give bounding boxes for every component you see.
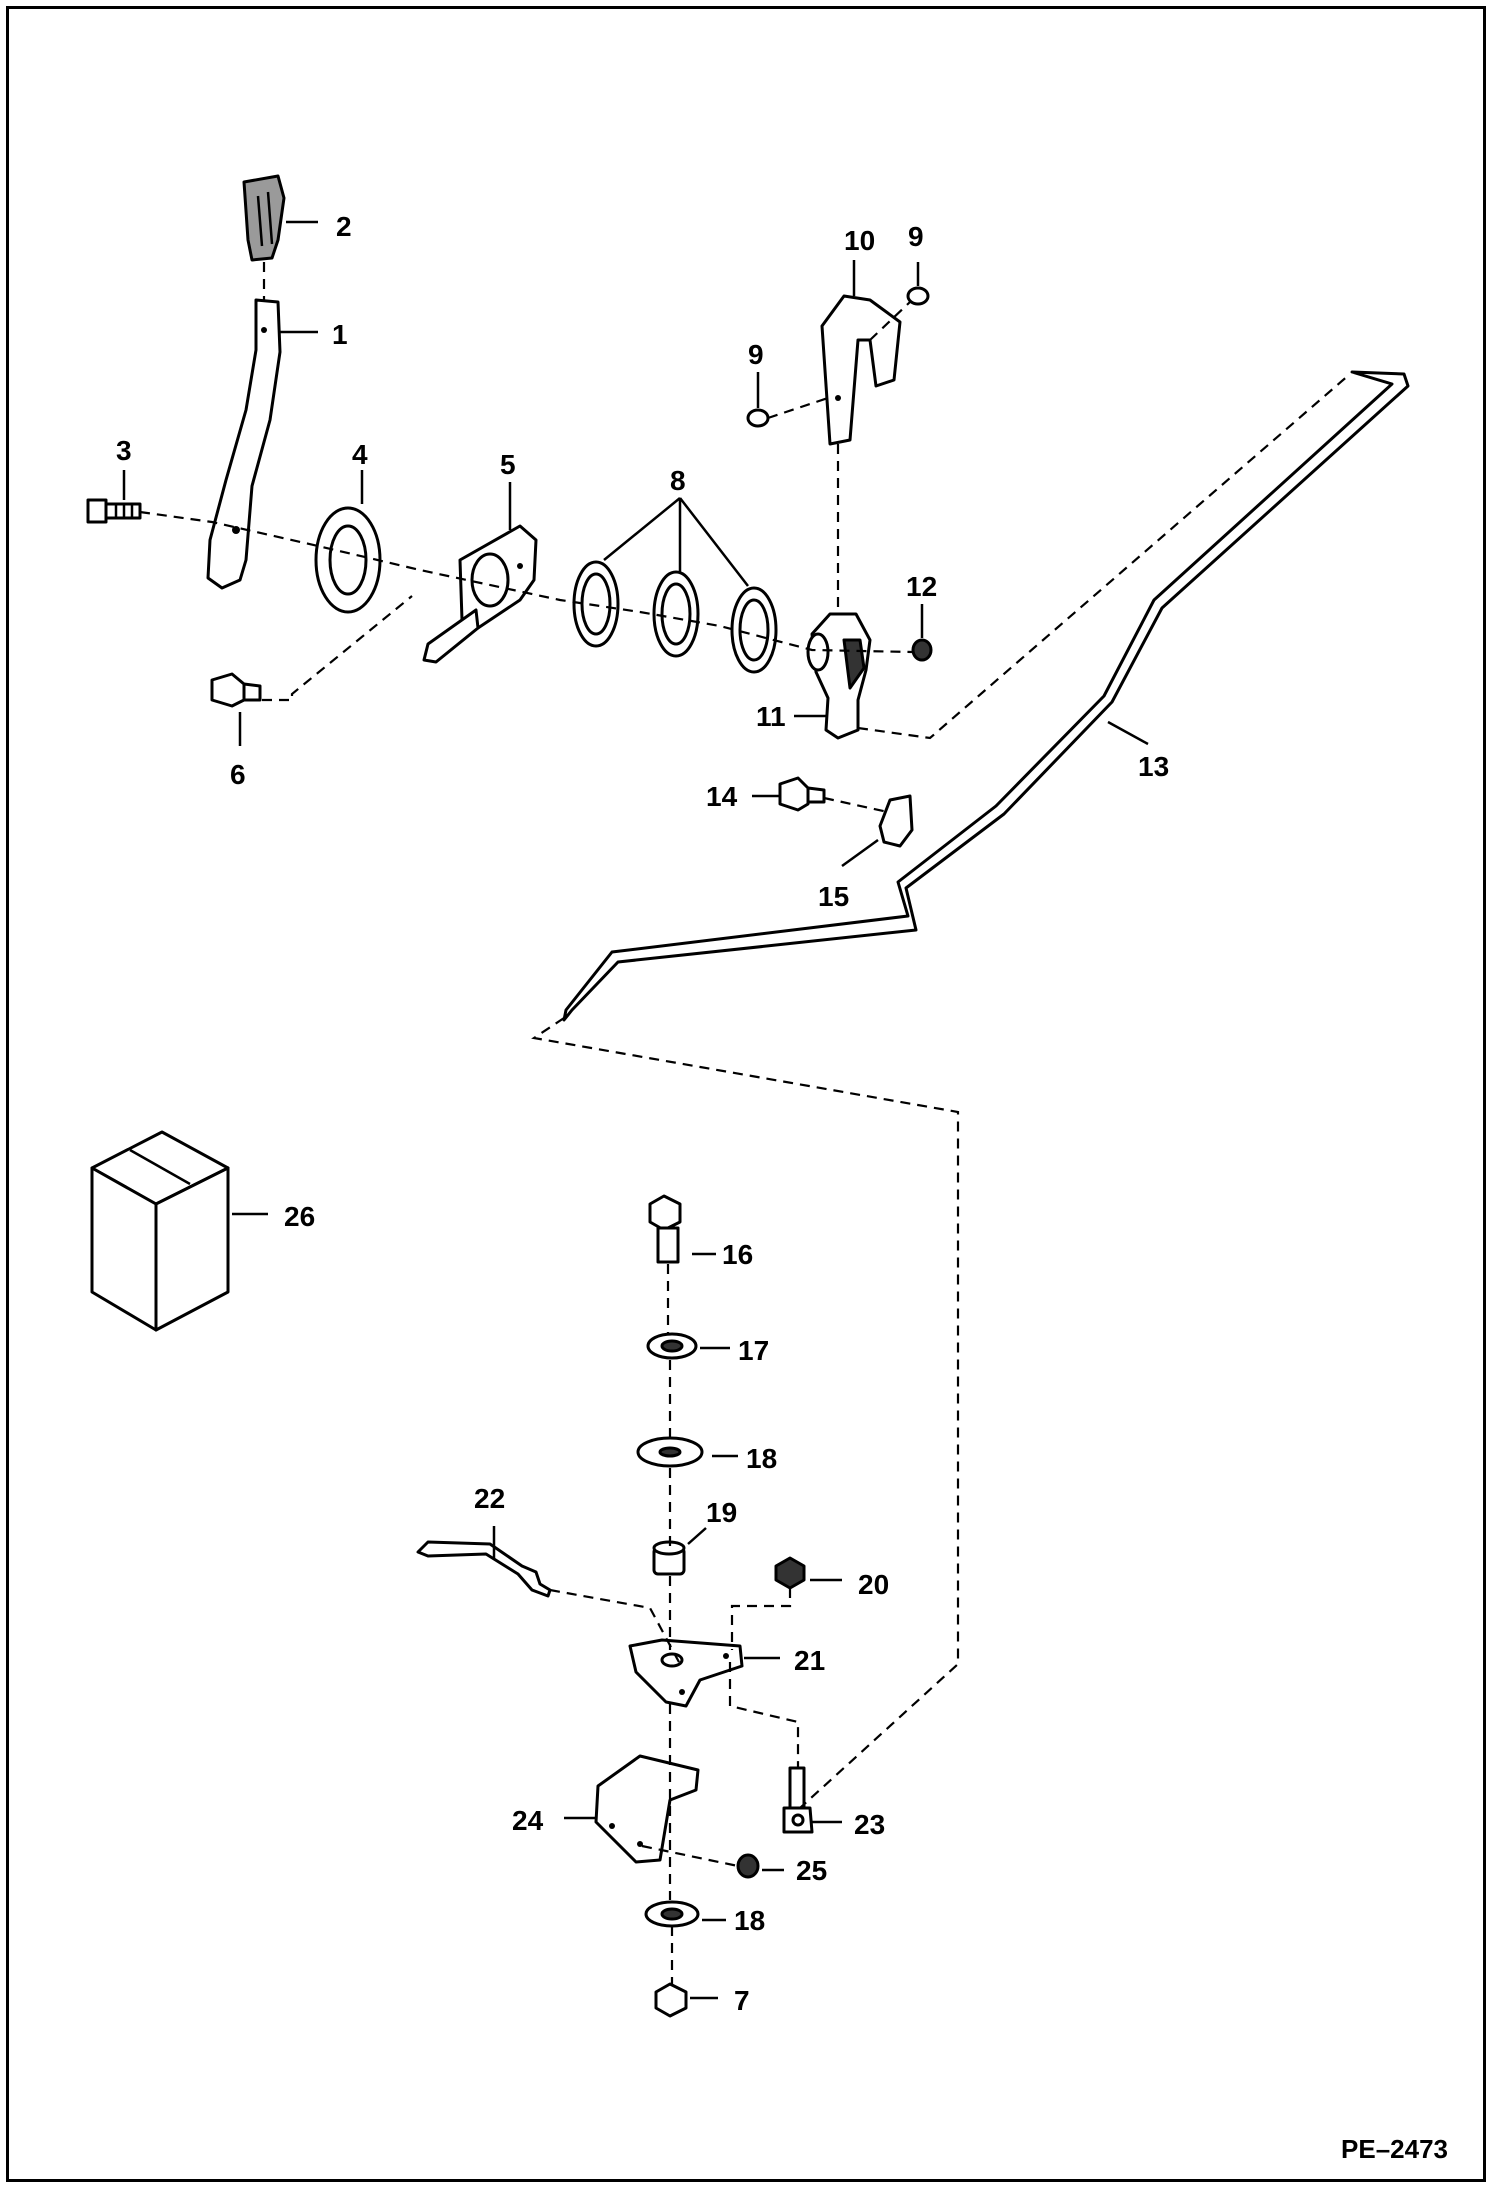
callout-21: 21 <box>794 1645 825 1676</box>
callout-26: 26 <box>284 1201 315 1232</box>
nut-20-part <box>774 1556 806 1590</box>
nut-12-part <box>911 638 933 662</box>
callout-20: 20 <box>858 1569 889 1600</box>
washer-18-part <box>636 1436 704 1928</box>
callout-5: 5 <box>500 449 516 480</box>
bracket-10-part <box>820 294 902 446</box>
callout-17: 17 <box>738 1335 769 1366</box>
bushing-19-part <box>652 1540 686 1576</box>
ball-joint-23-part <box>782 1766 814 1834</box>
callout-9-upper: 9 <box>908 221 924 252</box>
callout-2: 2 <box>336 211 352 242</box>
callout-4: 4 <box>352 439 368 470</box>
callout-18-lower: 18 <box>734 1905 765 1936</box>
callout-12: 12 <box>906 571 937 602</box>
callout-6: 6 <box>230 759 246 790</box>
control-rod-13-part <box>562 370 1410 1022</box>
nut-25-part <box>736 1853 760 1879</box>
bolt-3-part <box>86 498 142 524</box>
callout-16: 16 <box>722 1239 753 1270</box>
clip-15-part <box>878 794 914 848</box>
bolt-14-part <box>778 776 826 812</box>
mount-bracket-5-part <box>422 524 538 664</box>
callout-13: 13 <box>1138 751 1169 782</box>
bolt-16-part <box>648 1194 682 1264</box>
callout-15: 15 <box>818 881 849 912</box>
handle-knob-part <box>242 174 286 262</box>
callout-25: 25 <box>796 1855 827 1886</box>
callout-18-upper: 18 <box>746 1443 777 1474</box>
lever-part <box>206 298 282 590</box>
leader-lines <box>122 220 1149 2000</box>
link-rod-22-part <box>416 1540 552 1598</box>
callout-14: 14 <box>706 781 738 812</box>
pivot-lever-11-part <box>806 612 872 740</box>
bolt-6-part <box>210 672 262 708</box>
callout-10: 10 <box>844 225 875 256</box>
drawing-border <box>6 6 1486 2182</box>
callout-22: 22 <box>474 1483 505 1514</box>
callout-24: 24 <box>512 1805 544 1836</box>
callout-11: 11 <box>756 701 786 732</box>
callout-3: 3 <box>116 435 132 466</box>
figure-code: PE–2473 <box>1341 2134 1448 2164</box>
seals-8-part <box>572 560 778 674</box>
washer-17-part <box>646 1332 698 1360</box>
nut-7-part <box>654 1982 688 2018</box>
callout-7: 7 <box>734 1985 750 2016</box>
washer-4-part <box>314 506 382 614</box>
callout-9-lower: 9 <box>748 339 764 370</box>
callout-8: 8 <box>670 465 686 496</box>
callout-labels: 2 1 3 4 5 6 8 9 9 10 11 12 13 14 15 16 1… <box>116 211 1169 2016</box>
callout-1: 1 <box>332 319 348 350</box>
assembly-lines <box>139 262 1351 1984</box>
callout-23: 23 <box>854 1809 885 1840</box>
callout-19: 19 <box>706 1497 737 1528</box>
kit-box-26-part <box>90 1130 230 1332</box>
plate-21-part <box>628 1638 744 1708</box>
